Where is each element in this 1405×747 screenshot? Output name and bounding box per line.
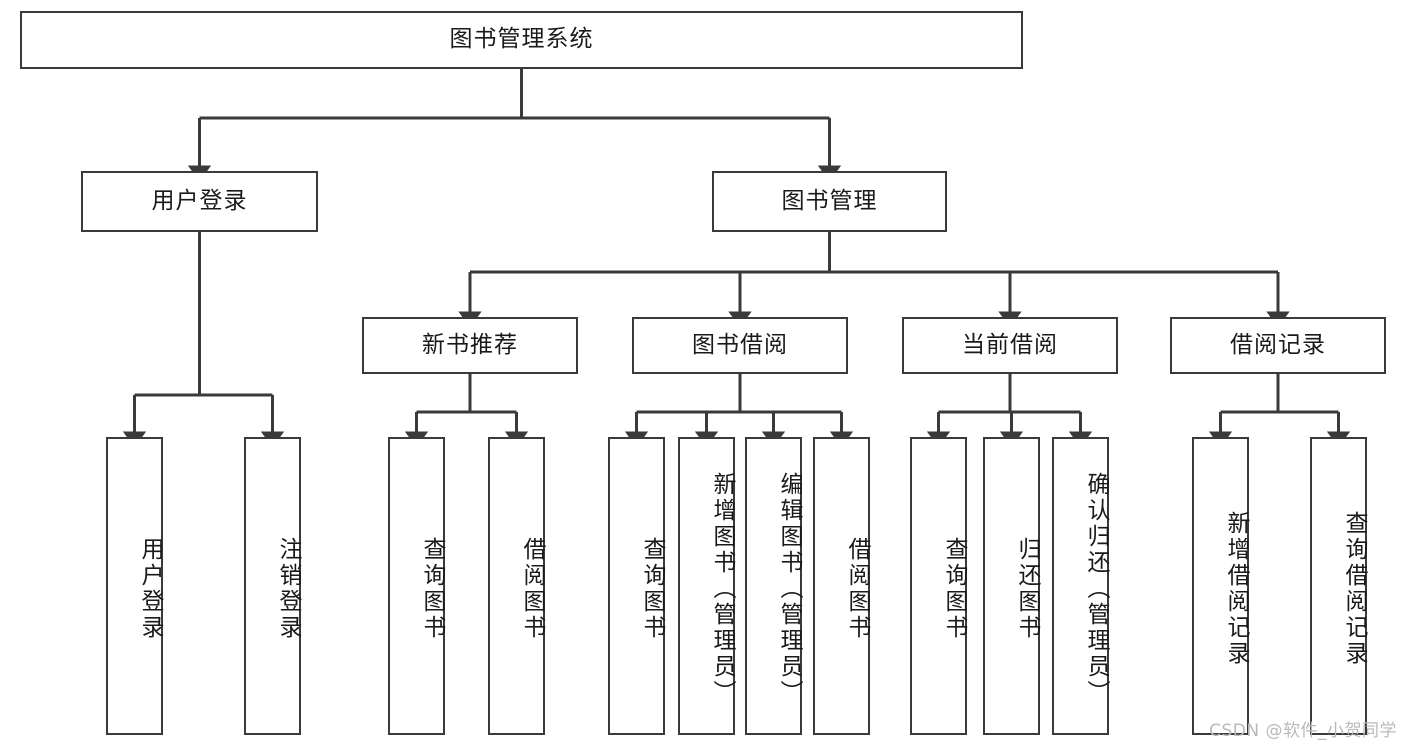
- node-label: 用户登录: [151, 187, 248, 214]
- node-label: 新书推荐: [422, 331, 518, 358]
- node-leaf-user-logout[interactable]: 注销登录: [244, 437, 301, 735]
- node-leaf-return-book[interactable]: 归还图书: [983, 437, 1040, 735]
- node-label: 注销登录: [275, 537, 301, 641]
- node-label: 确认归还（管理员）: [1083, 472, 1109, 706]
- node-label: 借阅图书: [844, 537, 870, 641]
- node-leaf-query-record[interactable]: 查询借阅记录: [1310, 437, 1367, 735]
- node-leaf-query-book-3[interactable]: 查询图书: [910, 437, 967, 735]
- node-label: 编辑图书（管理员）: [776, 472, 802, 706]
- node-leaf-add-record[interactable]: 新增借阅记录: [1192, 437, 1249, 735]
- node-leaf-add-book[interactable]: 新增图书（管理员）: [678, 437, 735, 735]
- node-new-book-recommend[interactable]: 新书推荐: [362, 317, 578, 374]
- node-label: 图书管理: [781, 187, 878, 214]
- node-leaf-user-login[interactable]: 用户登录: [106, 437, 163, 735]
- node-label: 查询图书: [419, 537, 445, 641]
- node-current-borrow[interactable]: 当前借阅: [902, 317, 1118, 374]
- node-label: 新增图书（管理员）: [709, 472, 735, 706]
- node-label: 归还图书: [1014, 537, 1040, 641]
- node-label: 图书借阅: [692, 331, 788, 358]
- node-label: 查询图书: [941, 537, 967, 641]
- node-book-borrow[interactable]: 图书借阅: [632, 317, 848, 374]
- node-label: 借阅记录: [1230, 331, 1326, 358]
- node-label: 用户登录: [137, 537, 163, 641]
- node-label: 新增借阅记录: [1223, 511, 1249, 667]
- node-label: 查询借阅记录: [1341, 511, 1367, 667]
- node-book-manage[interactable]: 图书管理: [712, 171, 947, 232]
- watermark: CSDN @软件_小贺同学: [1209, 721, 1397, 741]
- node-leaf-query-book-1[interactable]: 查询图书: [388, 437, 445, 735]
- node-leaf-edit-book[interactable]: 编辑图书（管理员）: [745, 437, 802, 735]
- node-label: 借阅图书: [519, 537, 545, 641]
- node-user-login[interactable]: 用户登录: [81, 171, 318, 232]
- node-label: 图书管理系统: [449, 26, 594, 53]
- node-label: 当前借阅: [962, 331, 1058, 358]
- node-borrow-record[interactable]: 借阅记录: [1170, 317, 1386, 374]
- node-root[interactable]: 图书管理系统: [20, 11, 1023, 69]
- node-leaf-confirm-return[interactable]: 确认归还（管理员）: [1052, 437, 1109, 735]
- node-label: 查询图书: [639, 537, 665, 641]
- node-leaf-borrow-book-1[interactable]: 借阅图书: [488, 437, 545, 735]
- node-leaf-borrow-book-2[interactable]: 借阅图书: [813, 437, 870, 735]
- node-leaf-query-book-2[interactable]: 查询图书: [608, 437, 665, 735]
